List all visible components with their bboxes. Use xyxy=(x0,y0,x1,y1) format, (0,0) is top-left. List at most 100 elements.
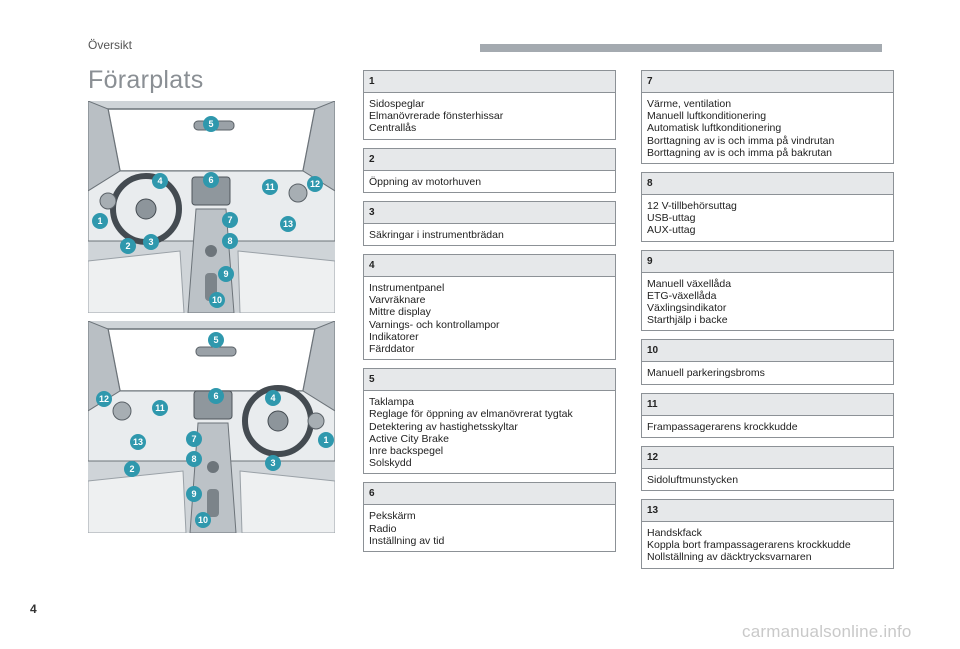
legend-item: Pekskärm xyxy=(369,510,416,523)
legend-column-left: 1 Sidospeglar Elmanövrerade fönsterhissa… xyxy=(363,70,616,560)
callout-badge: 5 xyxy=(203,116,219,132)
legend-item: Frampassagerarens krockkudde xyxy=(647,420,798,433)
svg-text:8: 8 xyxy=(191,454,196,464)
page-title: Förarplats xyxy=(88,66,204,94)
legend-item: Värme, ventilation xyxy=(647,98,732,110)
cockpit-illustration-lhd: 5 4 6 11 12 1 7 13 2 3 8 9 10 xyxy=(88,101,335,313)
svg-text:9: 9 xyxy=(191,489,196,499)
callout-badge: 3 xyxy=(265,455,281,471)
diagram-left-hand-drive: 5 4 6 11 12 1 7 13 2 3 8 9 10 xyxy=(88,101,335,313)
svg-text:2: 2 xyxy=(125,241,130,251)
callout-badge: 2 xyxy=(120,238,136,254)
legend-item: USB-uttag xyxy=(647,212,696,225)
legend-item: Solskydd xyxy=(369,457,412,470)
svg-text:12: 12 xyxy=(310,179,320,189)
svg-text:4: 4 xyxy=(157,176,162,186)
legend-box-9: 9 Manuell växellåda ETG-växellåda Växlin… xyxy=(641,249,894,332)
callout-badge: 13 xyxy=(130,434,146,450)
svg-text:6: 6 xyxy=(213,391,218,401)
legend-box-5: 5 Taklampa Reglage för öppning av elmanö… xyxy=(363,368,616,475)
legend-number: 10 xyxy=(642,340,893,363)
svg-text:2: 2 xyxy=(129,464,134,474)
legend-item: Inställning av tid xyxy=(369,534,445,547)
legend-box-10: 10 Manuell parkeringsbroms xyxy=(641,339,894,385)
legend-item: Reglage för öppning av elmanövrerat tygt… xyxy=(369,408,573,421)
svg-text:6: 6 xyxy=(208,175,213,185)
callout-badge: 5 xyxy=(208,332,224,348)
diagram-right-hand-drive: 5 12 6 4 11 13 7 1 8 2 3 9 10 xyxy=(88,321,335,533)
legend-item: Borttagning av is och imma på bakrutan xyxy=(647,146,833,159)
legend-item: Manuell växellåda xyxy=(647,277,732,290)
header-bar xyxy=(480,44,882,52)
legend-items: Öppning av motorhuven xyxy=(364,171,615,192)
svg-text:10: 10 xyxy=(198,515,208,525)
legend-number: 3 xyxy=(364,201,615,224)
legend-item: Automatisk luftkonditionering xyxy=(647,122,782,135)
legend-item: Instrumentpanel xyxy=(369,282,445,295)
svg-text:3: 3 xyxy=(148,237,153,247)
callout-badges-lhd: 5 4 6 11 12 1 7 13 2 3 8 9 10 xyxy=(92,116,323,308)
legend-item: Varnings- och kontrollampor xyxy=(369,318,500,331)
callout-badge: 4 xyxy=(152,173,168,189)
svg-text:4: 4 xyxy=(270,393,275,403)
svg-text:7: 7 xyxy=(191,434,196,444)
legend-items: 12 V-tillbehörsuttag USB-uttag AUX-uttag xyxy=(642,195,893,241)
legend-box-13: 13 Handskfack Koppla bort frampassagerar… xyxy=(641,499,894,569)
callout-badge: 1 xyxy=(92,213,108,229)
legend-item: Nollställning av däcktrycksvarnaren xyxy=(647,551,812,564)
svg-text:11: 11 xyxy=(155,403,165,413)
callout-badge: 13 xyxy=(280,216,296,232)
callout-badge: 2 xyxy=(124,461,140,477)
legend-items: Handskfack Koppla bort frampassagerarens… xyxy=(642,522,893,568)
svg-text:9: 9 xyxy=(223,269,228,279)
legend-item: Radio xyxy=(369,522,397,535)
legend-number: 8 xyxy=(642,173,893,196)
callout-badge: 4 xyxy=(265,390,281,406)
legend-item: Öppning av motorhuven xyxy=(369,175,482,188)
legend-items: Sidospeglar Elmanövrerade fönsterhissar … xyxy=(364,93,615,139)
callout-badge: 8 xyxy=(222,233,238,249)
svg-text:5: 5 xyxy=(208,119,213,129)
callout-badge: 10 xyxy=(195,512,211,528)
legend-item: Inre backspegel xyxy=(369,445,444,458)
page-number: 4 xyxy=(30,602,37,616)
legend-box-12: 12 Sidoluftmunstycken xyxy=(641,445,894,492)
svg-text:13: 13 xyxy=(133,437,143,447)
svg-text:11: 11 xyxy=(265,182,275,192)
legend-item: AUX-uttag xyxy=(647,224,696,237)
legend-box-4: 4 Instrumentpanel Varvräknare Mittre dis… xyxy=(363,254,616,361)
cockpit-illustration-rhd: 5 12 6 4 11 13 7 1 8 2 3 9 10 xyxy=(88,321,335,533)
callout-badge: 9 xyxy=(218,266,234,282)
legend-number: 11 xyxy=(642,393,893,416)
legend-box-3: 3 Säkringar i instrumentbrädan xyxy=(363,200,616,247)
callout-badge: 12 xyxy=(96,391,112,407)
callout-badge: 12 xyxy=(307,176,323,192)
legend-item: Active City Brake xyxy=(369,432,449,445)
legend-items: Taklampa Reglage för öppning av elmanövr… xyxy=(364,391,615,473)
svg-text:8: 8 xyxy=(227,236,232,246)
legend-items: Frampassagerarens krockkudde xyxy=(642,416,893,437)
legend-box-1: 1 Sidospeglar Elmanövrerade fönsterhissa… xyxy=(363,70,616,140)
legend-item: Växlingsindikator xyxy=(647,302,727,315)
legend-item: Centrallås xyxy=(369,122,417,135)
callout-badge: 7 xyxy=(186,431,202,447)
watermark: carmanualsonline.info xyxy=(742,622,912,641)
legend-box-8: 8 12 V-tillbehörsuttag USB-uttag AUX-utt… xyxy=(641,172,894,242)
svg-text:7: 7 xyxy=(227,215,232,225)
legend-item: Borttagning av is och imma på vindrutan xyxy=(647,134,835,147)
svg-text:5: 5 xyxy=(213,335,218,345)
callout-badges-rhd: 5 12 6 4 11 13 7 1 8 2 3 9 10 xyxy=(96,332,334,528)
legend-number: 4 xyxy=(364,255,615,278)
svg-text:1: 1 xyxy=(97,216,102,226)
legend-number: 7 xyxy=(642,71,893,93)
legend-item: Manuell luftkonditionering xyxy=(647,110,767,123)
legend-item: Indikatorer xyxy=(369,330,419,343)
legend-item: 12 V-tillbehörsuttag xyxy=(647,200,737,213)
legend-item: Detektering av hastighetsskyltar xyxy=(369,420,518,433)
callout-badge: 11 xyxy=(262,179,278,195)
callout-badge: 1 xyxy=(318,432,334,448)
svg-text:1: 1 xyxy=(323,435,328,445)
svg-text:10: 10 xyxy=(212,295,222,305)
legend-items: Manuell parkeringsbroms xyxy=(642,362,893,383)
legend-item: Varvräknare xyxy=(369,294,426,307)
